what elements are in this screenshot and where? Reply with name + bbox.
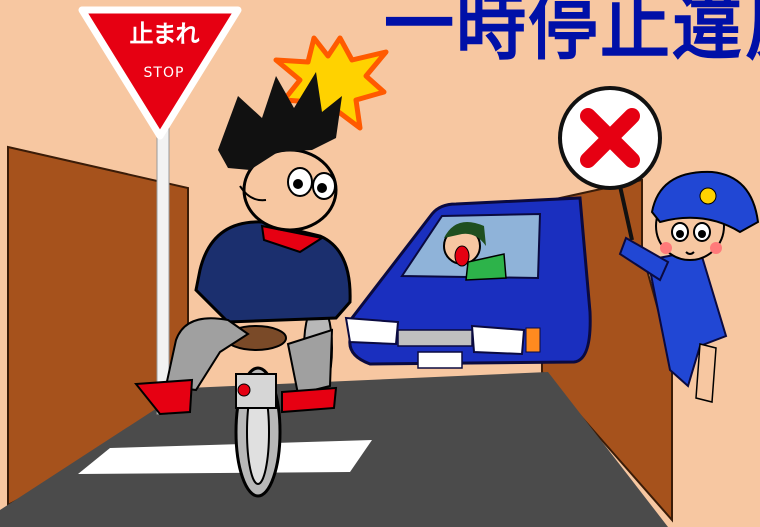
road-stop-line: [78, 440, 372, 474]
car: [344, 196, 592, 369]
stop-sign-japanese-text: 止まれ: [129, 20, 200, 48]
x-mark-icon: [580, 108, 640, 168]
stop-sign: [78, 6, 242, 140]
sign-pole: [156, 127, 170, 415]
stop-sign-english-text: STOP: [143, 65, 185, 81]
police-officer: [618, 170, 760, 403]
boy-cyclist: [134, 72, 352, 416]
page-title: 一時停止違反: [384, 0, 760, 72]
